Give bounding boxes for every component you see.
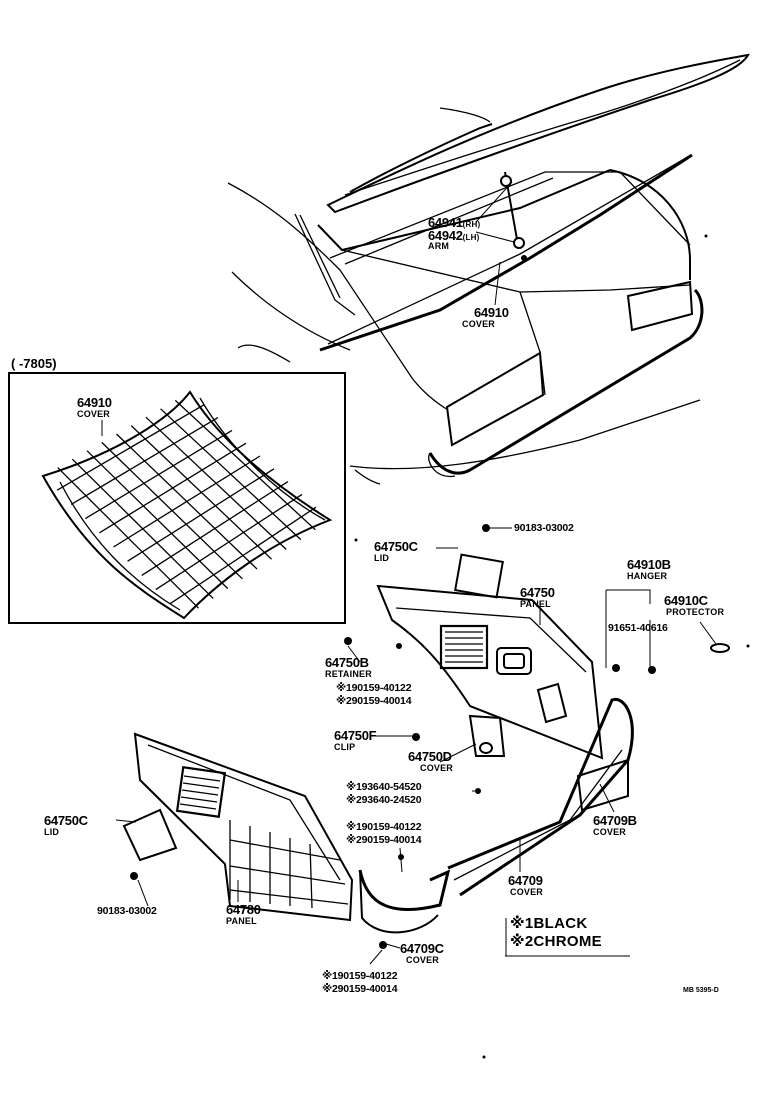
inset-range-label: ( -7805) [11, 356, 57, 371]
legend-black: ※1BLACK [510, 915, 588, 932]
label-cover-64709B: COVER [593, 827, 627, 837]
inset-part-name: COVER [77, 409, 111, 419]
label-64780: 64780 [226, 902, 261, 917]
label-retainer-screw-1: ※190159-40122 [336, 682, 412, 694]
label-retainer: RETAINER [325, 669, 372, 679]
inset-grid-line [174, 399, 316, 531]
label-64750C-left: 64750C [44, 813, 88, 828]
label-screw-bottom-2: ※290159-40014 [322, 983, 398, 995]
inset-part-number: 64910 [77, 395, 112, 410]
inset-grid-line [113, 455, 261, 548]
label-cover-64910: COVER [462, 319, 496, 329]
label-64910C: 64910C [664, 593, 708, 608]
label-hanger: HANGER [627, 571, 668, 581]
label-64750D: 64750D [408, 749, 452, 764]
inset-box [8, 372, 346, 624]
label-64750F: 64750F [334, 728, 377, 743]
label-screw-mid-1: ※190159-40122 [346, 821, 422, 833]
label-91651: 91651-40616 [608, 622, 668, 634]
label-protector: PROTECTOR [666, 607, 725, 617]
label-64709C: 64709C [400, 941, 444, 956]
label-screw-bottom-1: ※190159-40122 [322, 970, 398, 982]
label-64910B: 64910B [627, 557, 671, 572]
label-90183-bottom: 90183-03002 [97, 905, 157, 917]
inset-grid-line [141, 481, 289, 576]
speck-marks [354, 234, 750, 1059]
leader-lines [101, 181, 717, 965]
label-bolt-2: ※293640-24520 [346, 794, 422, 806]
inset-grid-line [130, 425, 273, 560]
label-64910: 64910 [474, 305, 509, 320]
label-bolt-1: ※193640-54520 [346, 781, 422, 793]
inset-grid-line [127, 468, 275, 562]
label-cover-64709C: COVER [406, 955, 440, 965]
label-64941: 64941(RH) [428, 215, 481, 230]
label-64750: 64750 [520, 585, 555, 600]
label-64709B: 64709B [593, 813, 637, 828]
reference-code: MB 5395-D [683, 987, 719, 994]
label-screw-mid-2: ※290159-40014 [346, 834, 422, 846]
inset-grid-line [169, 506, 317, 605]
label-panel-64750: PANEL [520, 599, 551, 609]
label-90183-top: 90183-03002 [514, 522, 574, 534]
luggage-panel-drawing [122, 524, 730, 949]
label-lid-top: LID [374, 553, 390, 563]
car-body-drawing [227, 53, 750, 485]
inset-net-grid [56, 399, 317, 609]
label-64750C-top: 64750C [374, 539, 418, 554]
label-cover-64750D: COVER [420, 763, 454, 773]
inset-grid-line [155, 493, 303, 591]
legend-chrome: ※2CHROME [510, 933, 602, 950]
label-panel-64780: PANEL [226, 916, 257, 926]
label-64942: 64942(LH) [428, 228, 480, 243]
label-cover-64709: COVER [510, 887, 544, 897]
label-clip: CLIP [334, 742, 356, 752]
label-64750B: 64750B [325, 655, 369, 670]
label-64709: 64709 [508, 873, 543, 888]
label-lid-left: LID [44, 827, 60, 837]
label-retainer-screw-2: ※290159-40014 [336, 695, 412, 707]
inset-grid-line [145, 416, 287, 550]
label-arm: ARM [428, 241, 450, 251]
inset-grid-line [160, 408, 302, 541]
